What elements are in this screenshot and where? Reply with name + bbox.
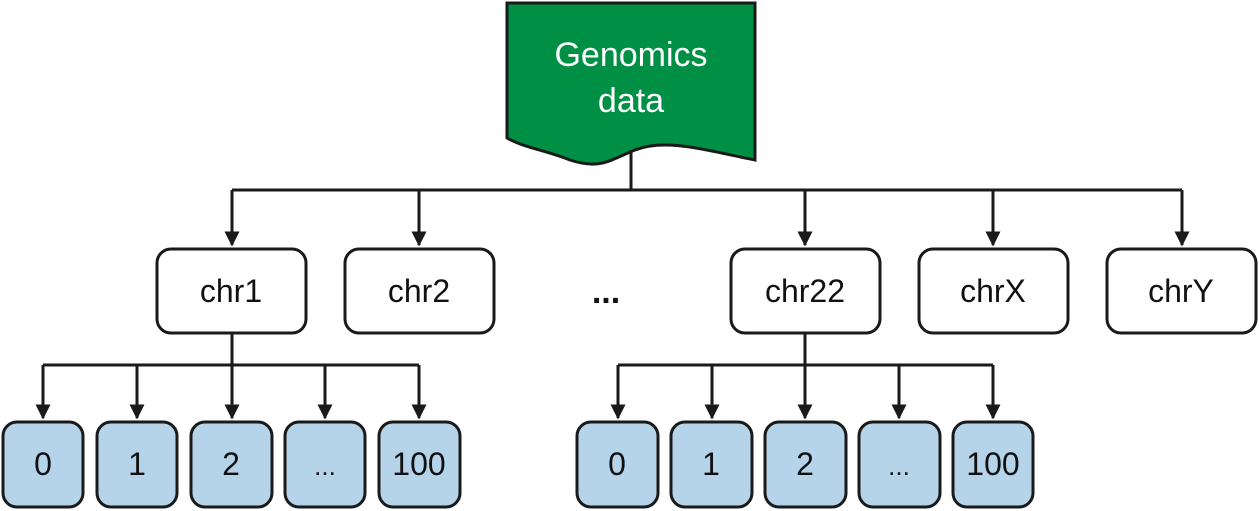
chromosome-label: chr1 [200, 273, 262, 309]
chunk-label: ... [888, 451, 910, 481]
chunk-label: 0 [608, 446, 626, 482]
chunk-node: 100 [377, 420, 462, 509]
chr22-chunk-group: 0 1 2 ... 100 [575, 420, 1035, 509]
chunk-node: ... [283, 420, 367, 509]
chromosome-label: chrX [960, 273, 1026, 309]
chunk-node: 2 [763, 420, 848, 509]
chromosome-nodes: chr1 chr2 ... chr22 chrX chrY [155, 247, 1258, 335]
chunk-node: 0 [575, 420, 660, 509]
chromosome-node-chr22: chr22 [729, 247, 882, 335]
chromosome-label: chr2 [388, 273, 450, 309]
chr1-chunk-group: 0 1 2 ... 100 [1, 420, 462, 509]
chunk-node: 100 [951, 420, 1035, 509]
chromosome-node-chr2: chr2 [343, 247, 496, 335]
chromosome-ellipsis: ... [592, 273, 620, 311]
chunk-node: 0 [1, 420, 85, 509]
chunk-label: 100 [392, 446, 445, 482]
chromosome-node-chrY: chrY [1105, 247, 1258, 335]
chunk-node: 1 [95, 420, 179, 509]
chunk-node: 1 [669, 420, 754, 509]
root-label-line1: Genomics [554, 36, 707, 74]
chunk-label: ... [314, 451, 336, 481]
chunk-label: 0 [34, 446, 52, 482]
chunk-label: 2 [796, 446, 814, 482]
chromosome-node-chr1: chr1 [155, 247, 308, 335]
root-document-shape [505, 1, 757, 166]
chunk-label: 100 [966, 446, 1019, 482]
root-connectors [224, 150, 1190, 247]
chromosome-label: chrY [1148, 273, 1214, 309]
chr22-chunk-connectors [610, 333, 1001, 420]
chunk-node: 2 [189, 420, 274, 509]
chromosome-node-chrX: chrX [917, 247, 1070, 335]
chunk-label: 1 [702, 446, 720, 482]
chunk-label: 1 [128, 446, 146, 482]
chr1-chunk-connectors [35, 333, 427, 420]
chromosome-label: chr22 [765, 273, 845, 309]
chunk-label: 2 [222, 446, 240, 482]
root-label-line2: data [598, 82, 664, 120]
root-node: Genomics data [505, 1, 757, 166]
chunk-node: ... [857, 420, 942, 509]
